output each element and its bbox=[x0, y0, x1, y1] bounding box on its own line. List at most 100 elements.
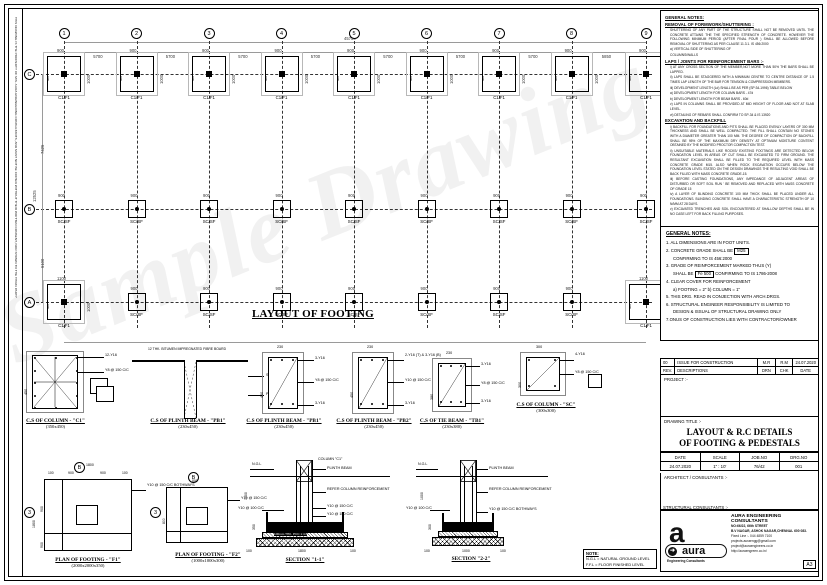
pedestal-sc bbox=[424, 207, 429, 212]
footing-tag-sf: SC/SF bbox=[202, 312, 216, 317]
footing-dim-sf: 900 bbox=[203, 286, 211, 291]
pedestal-c1 bbox=[568, 71, 575, 77]
gridline-v-6 bbox=[426, 36, 428, 328]
s2-dim-100b: 100 bbox=[500, 549, 506, 553]
s2-dim-1000: 1000 bbox=[462, 549, 470, 553]
notes-para-0-0: SHUTTERING OF ANY PART OF THE STRUCTURE … bbox=[670, 28, 814, 46]
pedestal-sc bbox=[644, 207, 648, 212]
footing-dim-sf: 900 bbox=[275, 193, 283, 199]
footing-side-tag: 800 bbox=[118, 75, 123, 81]
pb1-bot-bar: 3-Y16 bbox=[315, 401, 325, 405]
grid-bubble-6: 6 bbox=[421, 28, 433, 39]
general-note-1: 2. CONCRETE GRADE SHALL BE M25 bbox=[666, 247, 813, 255]
notes-para-1-3: a) DEVELOPMENT LENGTH FOR COLUMN BARS - … bbox=[670, 91, 754, 96]
tb1-top-bar: 3-Y16 bbox=[481, 362, 491, 366]
general-note-9: DESIGN & ISSUAL OF STRUCTURAL DRAWING ON… bbox=[673, 309, 782, 315]
revision-cell: R.M bbox=[774, 358, 794, 367]
footing-sf bbox=[345, 293, 364, 311]
footing-tag-sf: SC/SF bbox=[130, 312, 143, 317]
row-dim-0: 7425 bbox=[40, 144, 45, 154]
footing-tag-sf: SC/SF bbox=[347, 312, 361, 317]
detail-caption-f1: PLAN OF FOOTING - "F1" (2000x2000x350) bbox=[55, 557, 121, 568]
bay-dim-1: 5700 bbox=[165, 54, 176, 59]
general-note-7: 5. THIS DRG. READ IN CONJECTION WITH ARC… bbox=[666, 294, 781, 300]
footing-sf bbox=[127, 293, 146, 311]
gridline-v-3 bbox=[209, 36, 211, 328]
s1-plinth-x-icon bbox=[296, 460, 312, 482]
footing-sf bbox=[127, 200, 146, 219]
pb1-rebar-0 bbox=[270, 359, 272, 361]
gridline-v-5 bbox=[354, 36, 356, 328]
s1-dim-100b: 100 bbox=[350, 549, 356, 553]
pb2-rebar-2 bbox=[382, 359, 384, 361]
tb1-width-dim: 230 bbox=[446, 351, 453, 355]
footing-dim-sf: 900 bbox=[565, 286, 573, 291]
row-dim-total: 12525 bbox=[32, 190, 37, 202]
pb1-rebar-4 bbox=[281, 403, 283, 405]
footing-tag-sf: SC/SF bbox=[420, 312, 433, 317]
drawing-title-line2: OF FOOTING & PEDESTALS bbox=[679, 437, 800, 448]
footing-tag-sf: SC/SF bbox=[492, 219, 506, 225]
sc-rebar-1 bbox=[554, 359, 556, 361]
consultant-line-2: Fixed Line :- 044 4859 7100 bbox=[731, 533, 773, 538]
c1-rebar-2 bbox=[76, 357, 78, 359]
pb1-depth-dim: 450 bbox=[260, 391, 264, 398]
s2-rebar-2: Y10 @ 100 C/C bbox=[406, 506, 432, 510]
footing-tag-sf: SC/SF bbox=[492, 312, 506, 317]
footing-dim-sf: 900 bbox=[420, 286, 428, 291]
footing-side-tag: 800 bbox=[553, 75, 558, 81]
pedestal-c1 bbox=[643, 71, 649, 77]
sc-bars-diagonal bbox=[526, 357, 560, 391]
footing-tag-sf: SC/SF bbox=[639, 219, 653, 225]
note-box-heading: NOTE: bbox=[586, 551, 599, 556]
footing-f1 bbox=[47, 284, 81, 320]
c1-dim-label: 450 bbox=[24, 388, 28, 395]
footing-dim-f1-v: 1000 bbox=[303, 74, 309, 84]
gridline-h-C bbox=[36, 74, 652, 75]
footing-dim-f1: 900 bbox=[419, 48, 427, 53]
footing-tag-sf: SC/SF bbox=[130, 219, 143, 225]
footing-outline-f1 bbox=[333, 52, 376, 96]
footing-dim-f1-v: 1000 bbox=[593, 74, 599, 84]
bay-dim-3: 5700 bbox=[310, 54, 321, 59]
footing-dim-f1-v: 1000 bbox=[448, 74, 454, 84]
notes-section-title-0: REMOVAL OF FORMWORK/SHUTTERING : bbox=[665, 21, 754, 27]
f1-dim-100a: 100 bbox=[48, 471, 54, 475]
footing-f1 bbox=[554, 56, 589, 92]
notes-para-1-2: iii) DEVELOPMENT LENGTH (Ld) SHALL BE AS… bbox=[670, 85, 793, 90]
note-box: NOTE: N.G.L = NATURAL GROUND LEVEL F.F.L… bbox=[583, 549, 657, 570]
revision-cell: DESCRIPTIONS bbox=[674, 366, 759, 375]
footing-tag-sf: SC/SF bbox=[275, 312, 288, 317]
footing-tag-f1: C1/F1 bbox=[493, 95, 505, 100]
notes-para-2-0: i) BACKFILL FOR FOUNDATIONS AND PITS SHA… bbox=[670, 124, 814, 148]
gridline-v-1 bbox=[64, 36, 65, 328]
plan-title: LAYOUT OF FOOTING bbox=[252, 308, 374, 320]
grid-bubble-9: 9 bbox=[640, 28, 652, 39]
grid-bubble-2: 2 bbox=[131, 28, 142, 39]
general-note-6: a) FOOTING = 2" b) COLUMN = 1" bbox=[673, 286, 741, 292]
grid-bubble-8: 8 bbox=[566, 28, 578, 39]
c1-tie-lines bbox=[34, 357, 77, 408]
pedestal-sc bbox=[569, 300, 574, 304]
footing-dim-f1: 900 bbox=[57, 48, 64, 53]
footing-sf bbox=[200, 293, 219, 311]
footing-sf bbox=[345, 200, 364, 219]
f1-dim-v900a: 900 bbox=[40, 506, 44, 512]
bay-dim-7: 5850 bbox=[601, 54, 612, 59]
s1-rebar-1: Y10 @ 150 C/C bbox=[327, 504, 353, 508]
footing-f1 bbox=[119, 56, 154, 92]
c1-rebar-4 bbox=[55, 407, 57, 409]
footing-dim-sf: 900 bbox=[420, 193, 428, 199]
footing-outline-f1 bbox=[405, 52, 448, 96]
plan-overall-dim: 45750 bbox=[344, 36, 356, 41]
revision-cell: REV. bbox=[659, 366, 676, 375]
footing-outline-f1 bbox=[43, 52, 85, 96]
footing-f1 bbox=[47, 56, 81, 92]
notes-para-1-5: v) LAPS IN COLUMNS SHALL BE PROVIDED AT … bbox=[670, 102, 814, 112]
meta-value-cell: 24.07.2020 bbox=[660, 461, 701, 471]
footing-f1 bbox=[337, 56, 372, 92]
footing-tag-f1: C1/F1 bbox=[275, 95, 288, 100]
s2-dim-col: 1000 bbox=[420, 492, 424, 500]
